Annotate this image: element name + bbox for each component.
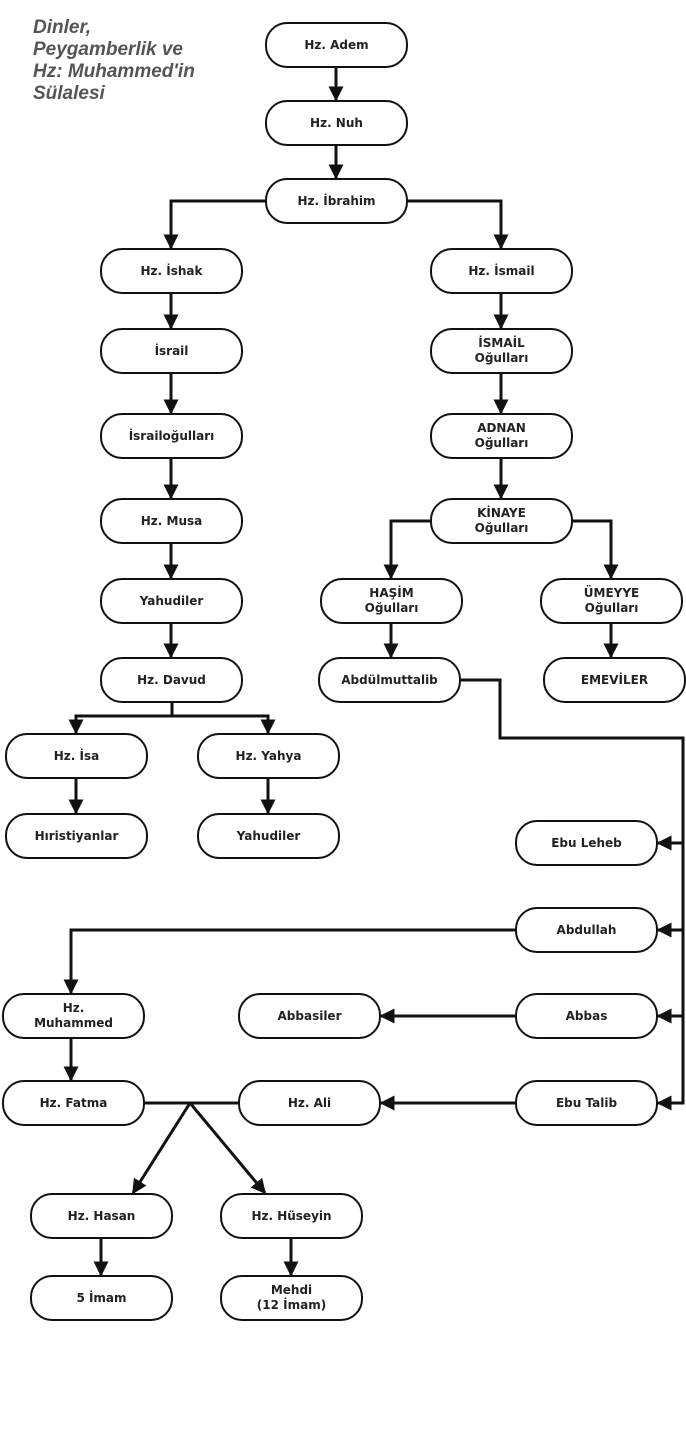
arrow	[656, 843, 685, 938]
node-label: ADNAN	[477, 421, 526, 435]
arrow	[68, 703, 174, 735]
node-label: ÜMEYYE	[583, 586, 640, 600]
node-emeviler: EMEVİLER	[543, 657, 686, 703]
node-label: Abbasiler	[277, 1008, 342, 1023]
arrow	[163, 199, 265, 250]
node-label: Oğulları	[474, 351, 529, 365]
node-label: 5 İmam	[76, 1290, 127, 1305]
node-hz-huseyin: Hz. Hüseyin	[220, 1193, 363, 1239]
node-abdullah: Abdullah	[515, 907, 658, 953]
node-label: KİNAYE	[477, 506, 526, 520]
node-mehdi: Mehdi(12 İmam)	[220, 1275, 363, 1321]
node-label: Hz. İbrahim	[297, 193, 376, 208]
node-label: Ebu Leheb	[551, 835, 622, 850]
node-label: Hz. Adem	[304, 37, 369, 52]
node-hz-ishak: Hz. İshak	[100, 248, 243, 294]
node-hz-ismail: Hz. İsmail	[430, 248, 573, 294]
arrow	[188, 1102, 267, 1195]
node-label: Mehdi	[270, 1283, 313, 1297]
node-label: Yahudiler	[139, 593, 204, 608]
node-label: Oğulları	[584, 601, 639, 615]
node-yahudiler-2: Yahudiler	[197, 813, 340, 859]
title-line: Hz: Muhammed'in	[33, 61, 195, 82]
node-ebu-leheb: Ebu Leheb	[515, 820, 658, 866]
arrow	[63, 928, 515, 995]
title-line: Sülalesi	[33, 83, 105, 104]
node-label: Abdullah	[556, 922, 617, 937]
node-hz-isa: Hz. İsa	[5, 733, 148, 779]
arrow	[461, 678, 685, 851]
node-abbas: Abbas	[515, 993, 658, 1039]
arrow	[408, 199, 509, 250]
arrow	[131, 1102, 192, 1195]
node-label: (12 İmam)	[256, 1298, 327, 1312]
node-hz-muhammed: Hz.Muhammed	[2, 993, 145, 1039]
node-label: HAŞİM	[369, 586, 414, 600]
arrow	[172, 714, 276, 735]
node-label: İsrailoğulları	[128, 428, 215, 443]
node-label: Hz. İsa	[53, 748, 100, 763]
node-label: Hz. Hüseyin	[251, 1208, 332, 1223]
node-yahudiler: Yahudiler	[100, 578, 243, 624]
arrow	[656, 930, 685, 1024]
node-label: Hz. İshak	[140, 263, 203, 278]
node-label: EMEVİLER	[580, 672, 649, 687]
title-line: Peygamberlik ve	[33, 39, 183, 60]
arrow	[573, 519, 619, 580]
node-label: İSMAİL	[478, 336, 525, 350]
node-label: Oğulları	[364, 601, 419, 615]
node-label: Hz. Hasan	[67, 1208, 136, 1223]
node-hz-ibrahim: Hz. İbrahim	[265, 178, 408, 224]
node-israil: İsrail	[100, 328, 243, 374]
node-label: İsrail	[154, 343, 189, 358]
node-label: Hz. Fatma	[39, 1095, 108, 1110]
node-hz-yahya: Hz. Yahya	[197, 733, 340, 779]
node-label: Muhammed	[34, 1016, 113, 1030]
node-ebu-talib: Ebu Talib	[515, 1080, 658, 1126]
node-label: Hz. Ali	[287, 1095, 332, 1110]
node-hz-adem: Hz. Adem	[265, 22, 408, 68]
node-label: Ebu Talib	[555, 1095, 618, 1110]
arrow	[656, 1016, 685, 1111]
node-5-imam: 5 İmam	[30, 1275, 173, 1321]
node-hz-ali: Hz. Ali	[238, 1080, 381, 1126]
node-label: Abdülmuttalib	[341, 672, 438, 687]
node-label: Hz. İsmail	[468, 263, 535, 278]
node-label: Abbas	[565, 1008, 608, 1023]
node-label: Yahudiler	[236, 828, 301, 843]
node-hiristiyanlar: Hıristiyanlar	[5, 813, 148, 859]
node-label: Hz. Nuh	[310, 115, 363, 130]
node-hz-fatma: Hz. Fatma	[2, 1080, 145, 1126]
node-label: Oğulları	[474, 436, 529, 450]
node-abdulmuttalib: Abdülmuttalib	[318, 657, 461, 703]
node-label: Hz.	[62, 1001, 85, 1015]
node-hz-hasan: Hz. Hasan	[30, 1193, 173, 1239]
title-line: Dinler,	[33, 17, 92, 38]
node-hz-davud: Hz. Davud	[100, 657, 243, 703]
node-label: Oğulları	[474, 521, 529, 535]
node-abbasiler: Abbasiler	[238, 993, 381, 1039]
node-label: Hz. Davud	[137, 672, 206, 687]
diagram-title: Dinler, Peygamberlik ve Hz: Muhammed'in …	[33, 17, 195, 105]
node-label: Hz. Yahya	[235, 748, 302, 763]
node-hz-musa: Hz. Musa	[100, 498, 243, 544]
node-israilogullari: İsrailoğulları	[100, 413, 243, 459]
arrow	[383, 519, 430, 580]
node-label: Hıristiyanlar	[34, 828, 119, 843]
node-label: Hz. Musa	[140, 513, 203, 528]
node-hz-nuh: Hz. Nuh	[265, 100, 408, 146]
